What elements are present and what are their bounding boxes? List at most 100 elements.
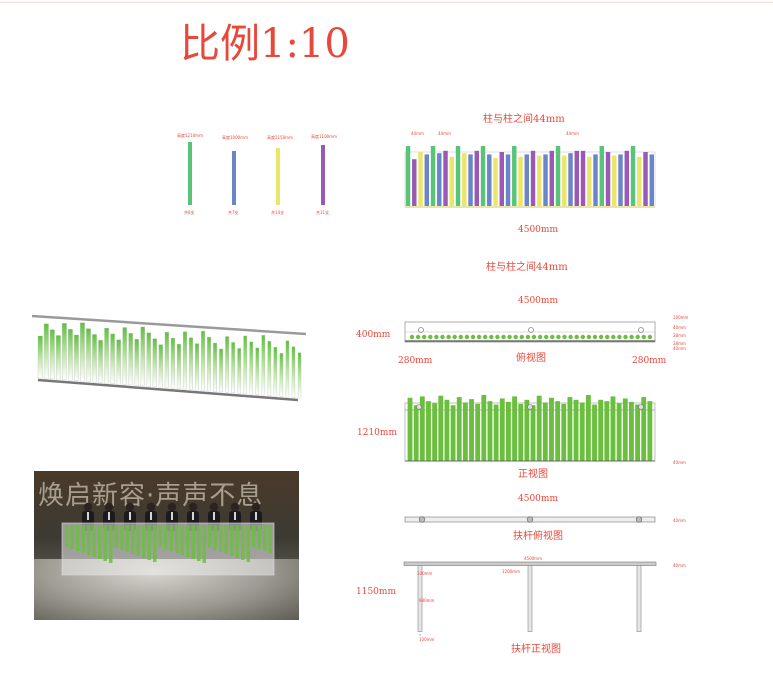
post-dot — [605, 334, 610, 340]
legend-bottom-label: 共11支 — [316, 210, 330, 215]
photo-panel — [213, 525, 217, 550]
render-panel — [273, 347, 278, 397]
render-panel — [297, 352, 302, 399]
post-dot — [501, 334, 506, 340]
render-panel — [243, 335, 248, 394]
dim-note: 100mm — [419, 637, 435, 642]
post-bar — [418, 152, 423, 206]
post-bar — [624, 150, 629, 206]
render-panel — [98, 340, 103, 383]
photo-railing — [61, 522, 275, 576]
spacing-note: 44mm — [438, 131, 451, 136]
photo-panel — [81, 525, 85, 553]
green-panel — [616, 403, 622, 461]
render-panel — [110, 333, 115, 384]
handrail-front-caption: 扶杆正视图 — [511, 644, 561, 655]
render-panel — [80, 322, 85, 382]
render-panel — [170, 338, 175, 389]
post-bar — [593, 154, 598, 206]
side-note: 40mm — [673, 325, 686, 330]
photo-panel — [257, 525, 261, 549]
green-panel — [438, 395, 444, 461]
post-bar — [430, 146, 436, 206]
render-panel — [146, 332, 151, 387]
post-dot — [586, 334, 592, 340]
handrail-front-view — [403, 561, 657, 636]
green-panel — [647, 401, 653, 461]
render-panel — [49, 329, 55, 380]
green-panel — [506, 401, 511, 461]
render-panel — [231, 342, 236, 394]
section2-width: 4500mm — [518, 296, 558, 306]
green-panel — [407, 397, 413, 461]
railing-3d-render — [31, 314, 307, 402]
render-panel — [152, 338, 157, 387]
photo-panel — [208, 525, 212, 548]
green-panel — [493, 404, 499, 461]
post-bar — [543, 154, 548, 206]
green-panel — [487, 401, 493, 461]
render-panel — [74, 334, 79, 381]
side-note: 28mm — [673, 333, 686, 338]
photo-panel — [219, 525, 223, 552]
green-panel — [426, 401, 431, 461]
post-dot — [464, 334, 470, 340]
top-rule — [0, 2, 773, 3]
photo-panel — [235, 525, 239, 558]
render-panel — [43, 323, 49, 379]
green-panel — [604, 401, 610, 461]
post-bar — [605, 152, 611, 206]
post-dot — [580, 334, 585, 340]
post-bar — [537, 155, 542, 206]
green-panel — [536, 395, 542, 461]
front-view-caption: 正视图 — [518, 469, 548, 480]
post-bar — [649, 154, 654, 206]
post-dot — [452, 334, 457, 340]
render-panel — [55, 335, 61, 380]
post-dot — [446, 334, 451, 340]
green-panel — [622, 398, 628, 461]
green-panel — [524, 399, 530, 461]
post-bar — [568, 153, 573, 206]
render-panel — [176, 343, 181, 389]
green-panel — [432, 403, 438, 461]
colored-post-elevation — [404, 146, 656, 208]
legend-bar-yellow — [276, 148, 280, 205]
render-panel — [195, 343, 199, 391]
photo-panel — [92, 525, 96, 557]
post-dot — [525, 334, 531, 340]
photo-panel — [98, 525, 102, 559]
render-panel — [158, 344, 163, 388]
post-dot — [409, 334, 415, 340]
post-bar — [587, 156, 592, 206]
green-panel — [561, 403, 567, 461]
post-dot — [550, 334, 555, 340]
render-panel — [249, 341, 254, 395]
scale-title: 比例1:10 — [180, 21, 350, 67]
post-dot — [428, 334, 433, 340]
render-panel — [86, 328, 91, 382]
photo-panel — [263, 525, 267, 551]
handrail-height-label: 1150mm — [356, 587, 396, 597]
post-bar — [555, 146, 561, 206]
post-dot — [562, 334, 567, 340]
green-panel — [549, 397, 554, 461]
section1-title: 柱与柱之间44mm — [483, 114, 565, 125]
side-note: 40mm — [673, 460, 686, 465]
post-bar — [580, 150, 586, 206]
post-bar — [480, 146, 486, 206]
post-dot — [531, 334, 537, 340]
render-panel — [182, 331, 187, 390]
side-note: 40mm — [673, 518, 686, 523]
render-panel — [207, 336, 211, 392]
post-dot — [556, 334, 561, 340]
spacing-note: 44mm — [566, 131, 579, 136]
render-panel — [267, 341, 272, 396]
post-dot — [623, 334, 628, 340]
legend-bar-purple — [321, 145, 325, 205]
legend-bar-green — [188, 142, 192, 205]
post-bar — [643, 152, 648, 206]
post-bar — [512, 146, 517, 206]
handrail-top-view — [404, 516, 656, 523]
legend-top-label: 高度1000mm — [222, 135, 248, 140]
